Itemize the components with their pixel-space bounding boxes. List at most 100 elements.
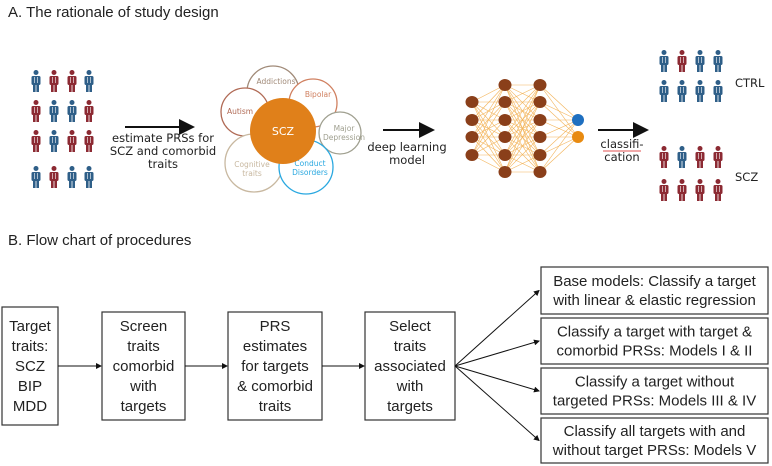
panel-b-title: B. Flow chart of procedures [8,232,191,249]
cohort-people-grid [31,70,94,188]
case-person-icon [31,100,41,122]
flow-chart: Targettraits:SCZBIPMDDScreentraitscomorb… [1,266,769,464]
flow-fan-arrow [454,365,540,442]
model-box-text: targeted PRSs: Models III & IV [553,393,756,410]
flow-step-text: comorbid [113,358,175,375]
control-person-icon [713,80,723,102]
flow-step-text: MDD [13,398,47,415]
nn-node [465,114,479,126]
nn-output-node [572,114,584,126]
flow-fan-arrow [454,289,540,367]
control-person-icon [31,70,41,92]
control-person-icon [695,50,705,72]
nn-node [498,114,512,126]
nn-edge [504,84,541,103]
nn-edge [504,119,541,173]
flow-step-text: SCZ [15,358,45,375]
nn-edge [539,84,579,121]
control-person-icon [67,100,77,122]
model-box: Classify a target with target & comorbid … [540,317,769,365]
comorbid-trait-label: Conduct [294,159,325,168]
nn-edge [539,119,579,156]
nn-edge [504,136,541,173]
nn-node [498,79,512,91]
nn-edge [504,84,541,121]
nn-edge [539,119,579,138]
comorbid-trait-label: Autism [227,107,253,116]
comorbid-trait-label: Depression [323,133,365,142]
ctrl-group-people [659,50,723,102]
flow-fan-arrow [454,339,540,367]
comorbid-trait-label: Addictions [256,77,295,86]
nn-node [533,96,547,108]
label-line: cation [604,150,639,164]
case-person-icon [677,50,687,72]
case-person-icon [84,100,94,122]
flow-step-text: targets [121,398,167,415]
arrow3-label: classifi-cation [600,137,643,164]
flow-step-text: traits: [12,338,49,355]
flow-fan-arrow [454,365,540,393]
control-person-icon [677,80,687,102]
nn-edge [504,84,541,138]
flow-step-text: for targets [241,358,309,375]
case-person-icon [49,166,59,188]
flow-step-text: Select [389,318,432,335]
nn-node [465,149,479,161]
scz-group-people [659,146,723,201]
case-person-icon [67,130,77,152]
control-person-icon [49,100,59,122]
flow-step-text: estimates [243,338,307,355]
case-person-icon [677,179,687,201]
control-person-icon [659,50,669,72]
scz-center-label: SCZ [272,125,295,138]
nn-edge [539,119,579,173]
control-person-icon [659,80,669,102]
nn-node [465,96,479,108]
control-person-icon [49,130,59,152]
model-box-text: with linear & elastic regression [552,292,756,309]
label-line: deep learning [367,140,446,154]
nn-edge [504,154,541,173]
label-line: SCZ and comorbid [110,144,216,158]
nn-edge [539,101,579,121]
flow-step-text: with [129,378,157,395]
label-line: traits [148,157,178,171]
comorbid-traits-venn: AddictionsBipolarAutismMajorDepressionCo… [220,65,365,195]
control-person-icon [695,80,705,102]
model-box-text: Classify a target with target & [557,324,752,341]
flow-step-text: Screen [120,318,168,335]
nn-edge [471,84,506,121]
nn-edge [539,101,579,138]
flow-step-text: & comorbid [237,378,313,395]
nn-node [498,149,512,161]
control-person-icon [84,166,94,188]
nn-node [533,131,547,143]
control-person-icon [713,50,723,72]
nn-edge [539,136,579,173]
nn-node [533,114,547,126]
case-person-icon [659,179,669,201]
nn-edge [471,84,506,156]
nn-node [533,149,547,161]
nn-node [465,131,479,143]
comorbid-trait-label: Cognitive [234,160,270,169]
scz-label: SCZ [735,170,758,184]
case-person-icon [659,146,669,168]
case-person-icon [49,70,59,92]
scz-circle [250,98,316,164]
case-person-icon [84,130,94,152]
flow-step-text: traits [394,338,427,355]
control-person-icon [67,166,77,188]
flow-step-text: associated [374,358,446,375]
nn-edge [471,119,506,156]
nn-edge [504,84,541,156]
model-box-text: comorbid PRSs: Models I & II [557,343,753,360]
label-line: model [389,153,425,167]
label-line: estimate PRSs for [112,131,214,145]
